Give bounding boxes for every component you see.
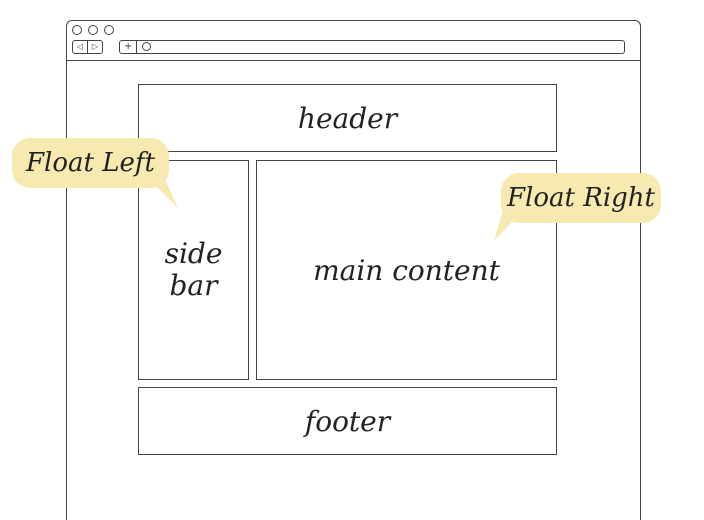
window-minimize-dot[interactable] [88,25,98,35]
sidebar-label: side bar [164,237,223,302]
window-maximize-dot[interactable] [104,25,114,35]
header-label: header [297,101,398,135]
plus-icon[interactable]: + [124,41,133,52]
address-divider [136,41,138,53]
float-left-callout: Float Left [12,138,169,188]
float-right-label: Float Right [507,183,655,213]
address-bar[interactable]: + [119,40,625,54]
float-left-label: Float Left [26,148,155,178]
header-box: header [138,84,557,152]
reload-icon[interactable] [142,42,151,51]
back-arrow-icon[interactable]: ◁ [72,40,88,54]
browser-toolbar: ◁ ▷ + [67,21,640,61]
forward-arrow-icon[interactable]: ▷ [87,40,103,54]
main-content-label: main content [313,253,500,287]
footer-label: footer [304,404,391,438]
window-close-dot[interactable] [72,25,82,35]
browser-window: ◁ ▷ + [66,20,641,520]
footer-box: footer [138,387,557,455]
float-right-callout: Float Right [501,173,661,223]
sidebar-box: side bar [138,160,249,380]
